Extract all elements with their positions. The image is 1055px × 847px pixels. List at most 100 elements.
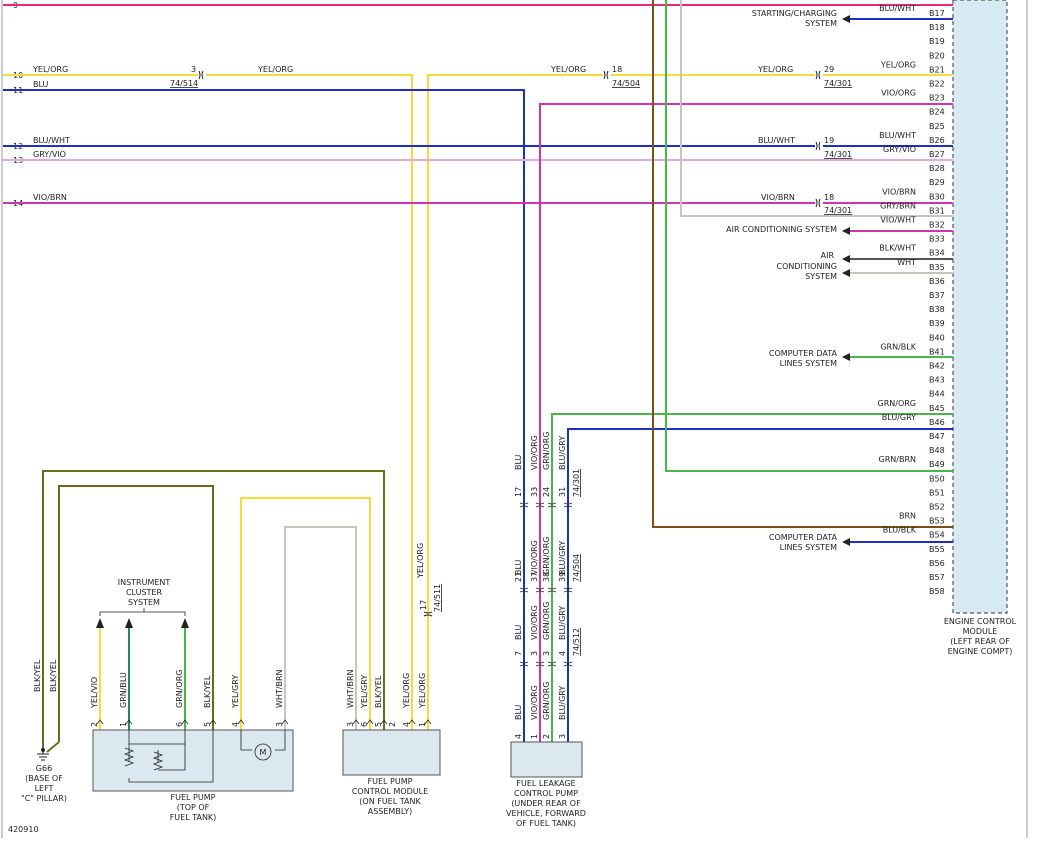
fuel-pump-control-module: FUEL PUMP CONTROL MODULE (ON FUEL TANK A… xyxy=(342,729,441,816)
ecm-pin: B40 xyxy=(929,333,945,342)
pin-terminal xyxy=(424,719,432,725)
pcm-wire-label: BLK/YEL xyxy=(374,675,383,708)
bundle-wire-label: BLU xyxy=(514,559,523,575)
ecm-wire-labels: BLU/WHTYEL/ORGVIO/ORGBLU/WHTGRY/VIOVIO/B… xyxy=(878,4,917,535)
ecm-wire-label: BLU/WHT xyxy=(879,4,916,13)
system-label: SYSTEM xyxy=(128,598,160,607)
ecm-pin: B21 xyxy=(929,65,945,74)
connector-ref: 74/301 xyxy=(824,79,852,88)
bundle-wire-label: BLU/GRY xyxy=(558,436,567,470)
ecm-wire-label: VIO/WHT xyxy=(880,216,916,225)
pump-pin: 2 xyxy=(90,722,99,727)
bundle-pin: 4 xyxy=(558,651,567,656)
ecm-pin: B29 xyxy=(929,178,945,187)
bundle-wire-label: VIO/ORG xyxy=(530,605,539,640)
bundle-wire-label: GRN/ORG xyxy=(542,602,551,641)
connector-pin: 3 xyxy=(191,65,196,74)
leak-label: OF FUEL TANK) xyxy=(516,819,576,828)
pcm-pin: 6 xyxy=(360,722,369,727)
bundle-wire-label: BLU xyxy=(514,624,523,640)
wire-blk-yel-inner xyxy=(58,485,214,742)
pcm-pin: 5 xyxy=(374,722,383,727)
leak-label: VEHICLE, FORWARD xyxy=(506,809,586,818)
connector-pin: 17 xyxy=(419,600,428,610)
bundle-wire-label: VIO/ORG xyxy=(530,435,539,470)
pin-terminal xyxy=(380,719,388,725)
wire-yel-gry xyxy=(240,497,371,730)
pump-pin: 4 xyxy=(231,722,240,727)
ecm-pin: B50 xyxy=(929,474,945,483)
pin-terminal xyxy=(125,719,133,725)
pcm-label: (ON FUEL TANK xyxy=(359,797,421,806)
system-labels: STARTING/CHARGING SYSTEM AIR CONDITIONIN… xyxy=(99,9,838,616)
bundle-wire-label: VIO/ORG xyxy=(530,685,539,720)
ecm-wire-label: WHT xyxy=(897,258,916,267)
wire-label: BLU/WHT xyxy=(758,136,795,145)
pump-label: FUEL PUMP xyxy=(171,793,216,802)
bundle-pin: 37 xyxy=(530,572,539,582)
pump-wire-label: YEL/VIO xyxy=(90,677,99,709)
engine-control-module xyxy=(952,0,1008,614)
bundle-connector xyxy=(535,587,545,593)
ecm-pin: B56 xyxy=(929,559,945,568)
ecm-pin: B32 xyxy=(929,221,945,230)
bundle-connector xyxy=(519,502,529,508)
connector-pin: 29 xyxy=(824,65,834,74)
ecm-pin: B49 xyxy=(929,460,945,469)
bundle-connector xyxy=(519,661,529,667)
bundle-pin: 33 xyxy=(530,487,539,497)
arrow-ac-2 xyxy=(842,255,850,263)
arrow-ac-3 xyxy=(842,269,850,277)
ecm-wire-label: BLK/WHT xyxy=(879,244,916,253)
ecm-pin: B20 xyxy=(929,51,945,60)
g66-label: "C" PILLAR) xyxy=(21,794,67,803)
pcm-pin: 2 xyxy=(388,722,397,727)
ecm-pin: B24 xyxy=(929,108,945,117)
ecm-pin: B25 xyxy=(929,122,945,131)
bundle-pin: 24 xyxy=(542,487,551,497)
system-label: COMPUTER DATA xyxy=(769,349,838,358)
connector-pin: 19 xyxy=(824,136,834,145)
left-ref-label: BLU xyxy=(33,80,49,89)
ecm-pin: B57 xyxy=(929,573,945,582)
ecm-pin: B23 xyxy=(929,94,945,103)
g66-label: LEFT xyxy=(35,784,54,793)
pump-pin: 6 xyxy=(175,722,184,727)
arrow-data-2 xyxy=(842,538,850,546)
bundle-wire-label: BLU/GRY xyxy=(558,686,567,720)
bundle-pin: 39 xyxy=(558,572,567,582)
arrow-cluster-1 xyxy=(96,618,104,628)
ecm-pin: B43 xyxy=(929,376,945,385)
arrow-data-1 xyxy=(842,353,850,361)
pin-terminal xyxy=(181,719,189,725)
pin-terminal xyxy=(352,719,360,725)
wire-wht-brn xyxy=(284,526,357,730)
bundle-connector xyxy=(547,587,557,593)
bundle-pin: 2 xyxy=(542,734,551,739)
ecm-wire-label: BLU/GRY xyxy=(882,413,916,422)
ecm-pin: B17 xyxy=(929,9,945,18)
system-label: CLUSTER xyxy=(126,588,163,597)
ecm-pin: B51 xyxy=(929,488,945,497)
pump-wire-label: WHT/BRN xyxy=(275,669,284,708)
arrow-starting xyxy=(842,15,850,23)
ecm-wire-label: VIO/ORG xyxy=(881,89,916,98)
wire-grn-brn xyxy=(665,0,953,472)
arrow-ac-1 xyxy=(842,227,850,235)
fuel-leakage-control-pump: FUEL LEAKAGE CONTROL PUMP (UNDER REAR OF… xyxy=(506,741,586,828)
wire-label: BLK/YEL xyxy=(49,659,58,692)
bundle-connector xyxy=(547,502,557,508)
pin-terminal xyxy=(281,719,289,725)
pump-wire-label: GRN/BLU xyxy=(119,672,128,708)
ecm-label-line: ENGINE CONTROL xyxy=(944,617,1017,626)
system-label: AIR CONDITIONING SYSTEM xyxy=(726,225,837,234)
wires xyxy=(3,0,953,750)
pump-pin: 5 xyxy=(203,722,212,727)
bundle-connector xyxy=(535,502,545,508)
bundle-pin: 31 xyxy=(558,487,567,497)
system-label: STARTING/CHARGING xyxy=(752,9,837,18)
bundle-connector xyxy=(519,587,529,593)
vertical-bundle: BLUBLUBLUBLUVIO/ORGVIO/ORGVIO/ORGVIO/ORG… xyxy=(514,432,581,740)
